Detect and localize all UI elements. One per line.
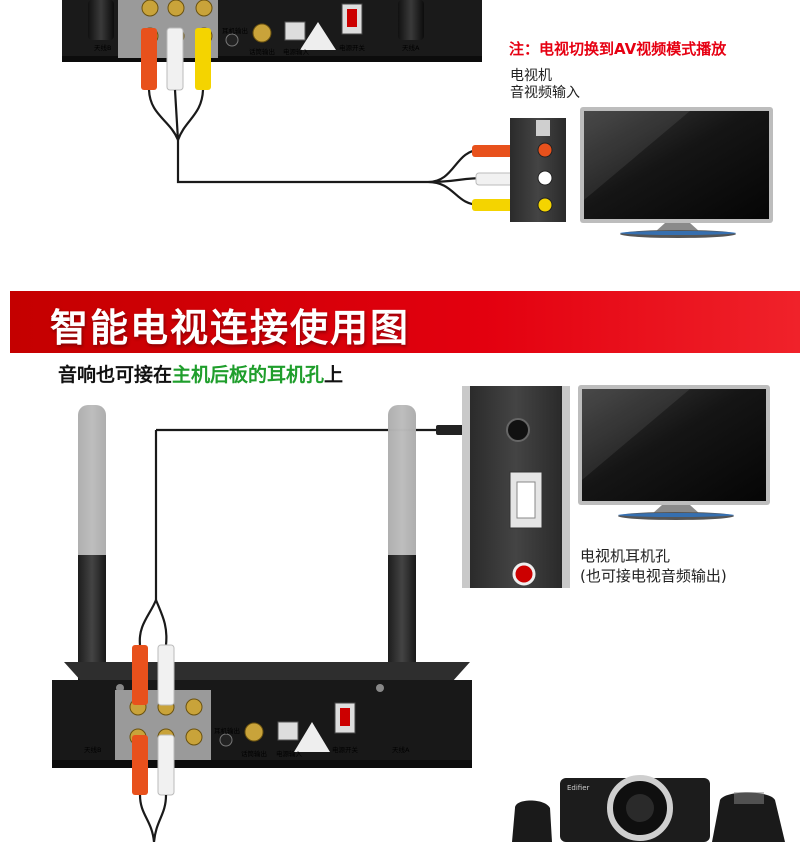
rca-plugs-top bbox=[141, 27, 211, 91]
subtitle-prefix: 音响也可接在 bbox=[58, 364, 173, 386]
receiver-bottom: 天线B 耳机输出 话筒输出 电源输入 电源开关 天线A bbox=[52, 662, 472, 768]
section-banner bbox=[10, 291, 800, 353]
subtitle-instruction: 音响也可接在主机后板的耳机孔上 bbox=[58, 360, 343, 387]
tv-input-line-1: 电视机 bbox=[510, 68, 552, 84]
svg-text:天线A: 天线A bbox=[402, 43, 420, 52]
svg-text:话筒输出: 话筒输出 bbox=[249, 47, 275, 56]
antenna-a-base bbox=[398, 0, 424, 40]
banner-title: 智能电视连接使用图 bbox=[50, 306, 411, 350]
svg-text:天线B: 天线B bbox=[94, 43, 111, 52]
tv-top bbox=[580, 107, 773, 238]
headphone-label-line-1: 电视机耳机孔 bbox=[580, 547, 671, 565]
tv-side-panel-bottom bbox=[462, 386, 570, 588]
receiver-antennas bbox=[78, 405, 416, 695]
svg-text:电源开关: 电源开关 bbox=[332, 745, 359, 754]
av-mode-note: 注：电视切换到AV视频模式播放 bbox=[509, 40, 727, 58]
tv-headphone-label: 电视机耳机孔 (也可接电视音频输出) bbox=[580, 546, 727, 586]
svg-text:电源开关: 电源开关 bbox=[339, 43, 366, 52]
tv-side-panel-top bbox=[510, 118, 566, 222]
svg-text:天线B: 天线B bbox=[84, 745, 101, 754]
headphone-label-line-2: (也可接电视音频输出) bbox=[580, 567, 727, 585]
svg-text:电源输入: 电源输入 bbox=[276, 749, 303, 758]
svg-text:话筒输出: 话筒输出 bbox=[241, 749, 267, 758]
receiver-top: 天线B 耳机输出 话筒输出 电源输入 电源开关 天线A bbox=[62, 0, 482, 62]
subtitle-suffix: 上 bbox=[324, 364, 344, 386]
svg-text:耳机输出: 耳机输出 bbox=[214, 726, 240, 735]
svg-text:天线A: 天线A bbox=[392, 745, 410, 754]
subtitle-highlight: 主机后板的耳机孔 bbox=[172, 364, 325, 386]
tv-bottom bbox=[578, 385, 770, 520]
rca-plugs-bottom bbox=[132, 644, 175, 796]
svg-text:耳机输出: 耳机输出 bbox=[222, 26, 248, 35]
tv-av-input-label: 电视机 音视频输入 bbox=[510, 68, 580, 102]
tv-input-line-2: 音视频输入 bbox=[510, 85, 580, 101]
speaker-system: Edifier bbox=[512, 775, 785, 842]
svg-text:电源输入: 电源输入 bbox=[283, 47, 310, 56]
svg-text:Edifier: Edifier bbox=[567, 784, 590, 792]
antenna-b-base bbox=[88, 0, 114, 40]
